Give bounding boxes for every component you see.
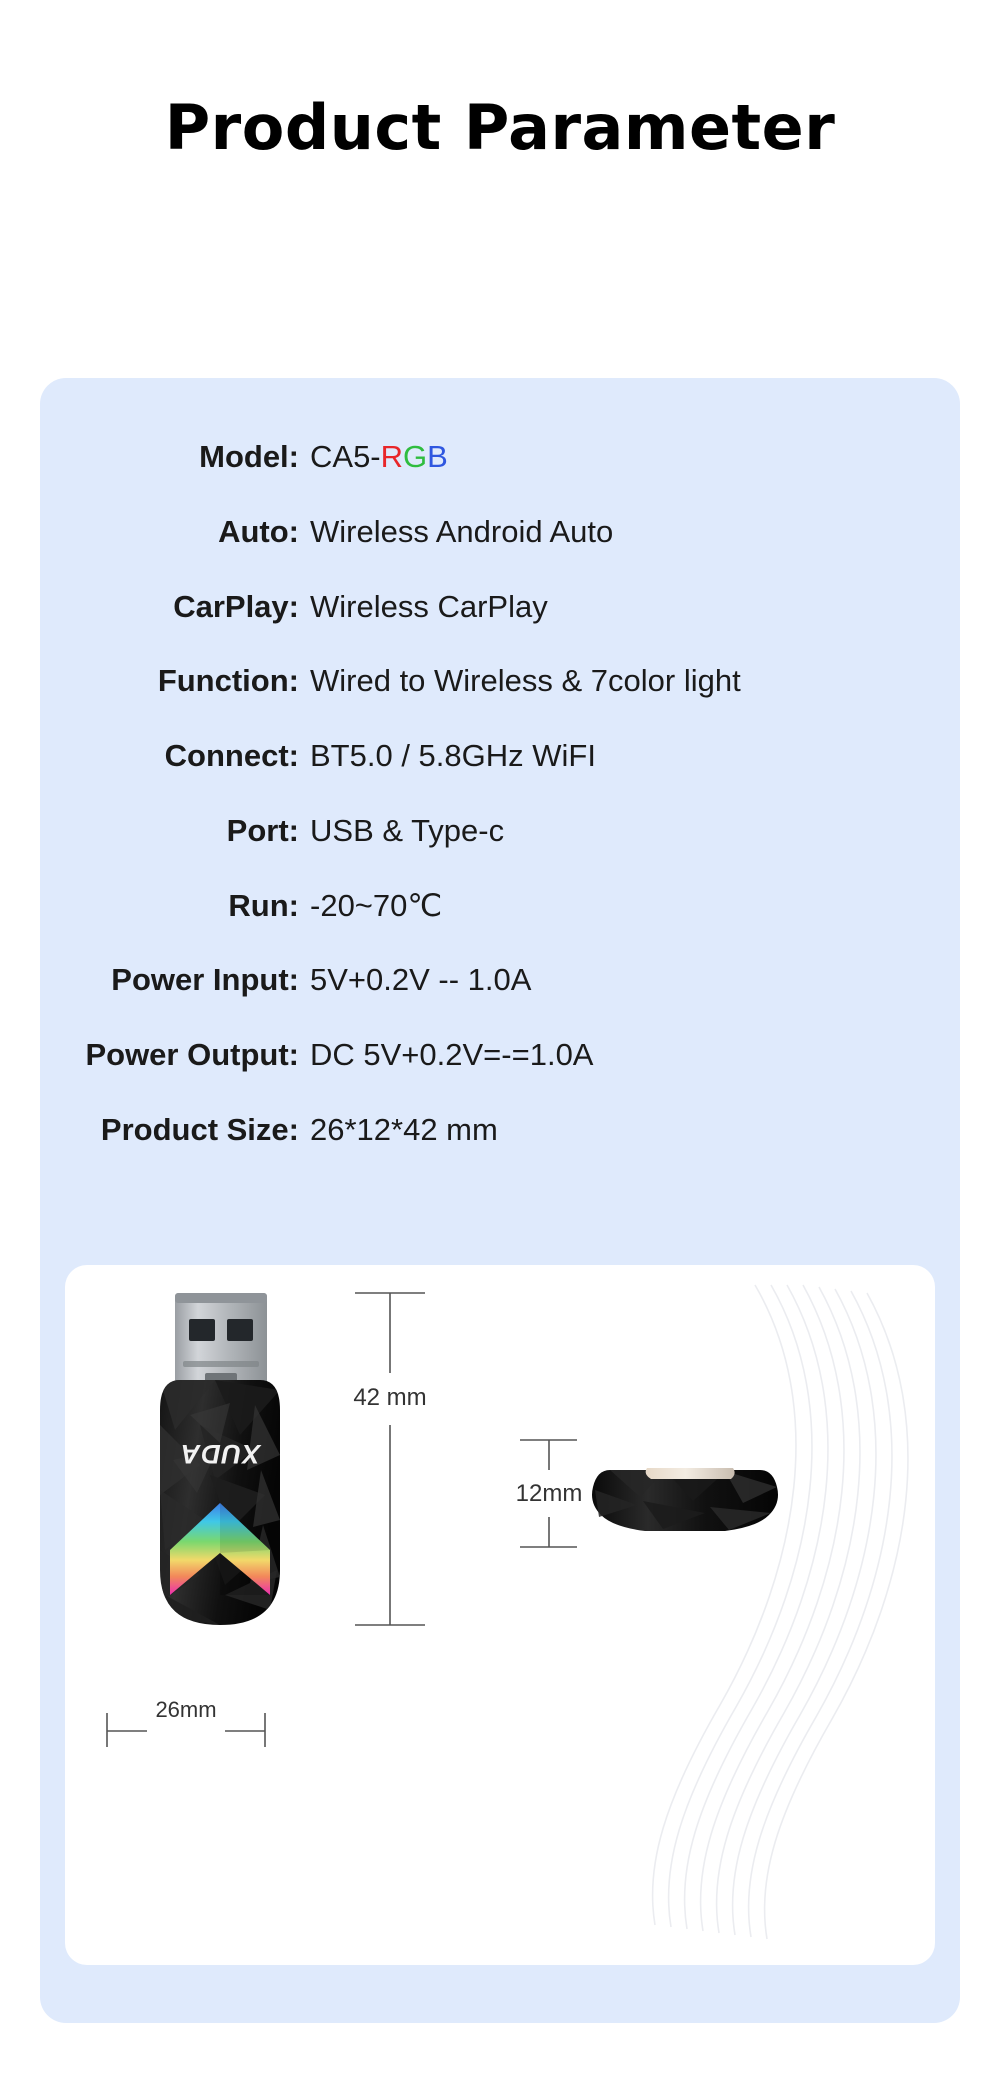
model-rgb-r: R	[380, 439, 404, 474]
rgb-light-chevron	[170, 1503, 270, 1595]
spec-label-power-input: Power Input:	[111, 962, 299, 998]
spec-label-function: Function:	[157, 663, 299, 699]
product-photo: XUDA 42 mm	[106, 1284, 909, 1940]
spec-row-power-input: Power Input: 5V+0.2V -- 1.0A	[40, 961, 960, 1000]
spec-row-port: Port: USB & Type-c	[40, 812, 960, 851]
model-rgb-b: B	[427, 439, 448, 474]
spec-row-power-output: Power Output: DC 5V+0.2V=-=1.0A	[40, 1036, 960, 1075]
spec-row-model: Model: CA5-RGB	[40, 438, 960, 477]
usb-connector	[175, 1293, 267, 1387]
spec-value-function: Wired to Wireless & 7color light	[310, 663, 741, 699]
spec-label-port: Port:	[226, 812, 299, 848]
background-swirl-decoration	[651, 1284, 909, 1940]
brand-text: XUDA	[180, 1439, 263, 1469]
spec-row-auto: Auto: Wireless Android Auto	[40, 513, 960, 552]
spec-value-product-size: 26*12*42 mm	[310, 1111, 498, 1147]
spec-value-connect: BT5.0 / 5.8GHz WiFI	[310, 738, 596, 773]
dongle-side-view	[592, 1468, 778, 1531]
model-prefix: CA5-	[310, 439, 381, 474]
spec-label-run: Run:	[228, 887, 299, 923]
spec-value-power-output: DC 5V+0.2V=-=1.0A	[310, 1037, 594, 1072]
spec-row-run: Run: -20~70℃	[40, 887, 960, 926]
spec-label-auto: Auto:	[218, 513, 299, 549]
dimension-width	[106, 1713, 266, 1747]
spec-label-connect: Connect:	[164, 738, 299, 773]
spec-value-auto: Wireless Android Auto	[310, 513, 614, 549]
spec-list: Model: CA5-RGB Auto: Wireless Android Au…	[40, 378, 960, 1150]
side-light-strip	[645, 1468, 735, 1479]
dimension-height	[355, 1292, 425, 1626]
spec-value-run: -20~70℃	[310, 887, 443, 923]
spec-row-product-size: Product Size: 26*12*42 mm	[40, 1111, 960, 1150]
spec-value-model: CA5-RGB	[310, 438, 448, 477]
spec-row-connect: Connect: BT5.0 / 5.8GHz WiFI	[40, 737, 960, 776]
dimension-width-label: 26mm	[155, 1697, 216, 1722]
spec-value-carplay: Wireless CarPlay	[310, 588, 548, 624]
spec-card: Model: CA5-RGB Auto: Wireless Android Au…	[40, 378, 960, 2023]
dimension-thickness-label: 12mm	[516, 1480, 583, 1507]
spec-value-power-input: 5V+0.2V -- 1.0A	[310, 962, 532, 998]
product-photo-panel: XUDA 42 mm	[65, 1265, 935, 1965]
spec-label-product-size: Product Size:	[100, 1111, 299, 1147]
model-rgb-g: G	[403, 439, 428, 474]
spec-value-port: USB & Type-c	[310, 812, 505, 848]
spec-label-power-output: Power Output:	[85, 1037, 299, 1072]
spec-label-model: Model:	[199, 439, 299, 474]
dimension-thickness	[520, 1439, 577, 1548]
spec-row-carplay: CarPlay: Wireless CarPlay	[40, 588, 960, 627]
dongle-front-view: XUDA	[160, 1293, 280, 1625]
spec-row-function: Function: Wired to Wireless & 7color lig…	[40, 662, 960, 701]
dimension-height-label: 42 mm	[353, 1384, 426, 1411]
page-title: Product Parameter	[164, 91, 836, 164]
spec-label-carplay: CarPlay:	[173, 588, 299, 624]
